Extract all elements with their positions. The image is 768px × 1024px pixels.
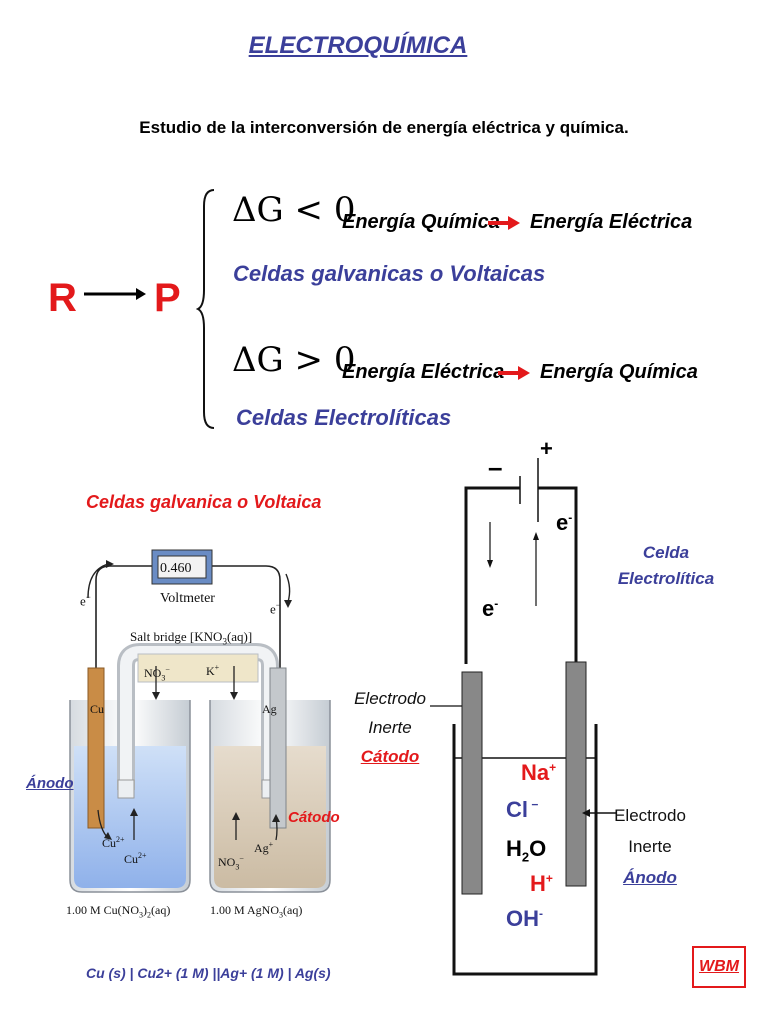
reaction-arrow-icon	[84, 288, 146, 300]
chloride-ion-label: Cl −	[506, 797, 539, 822]
galvanic-anode-label: Ánodo	[26, 775, 74, 792]
potassium-top-label: K+	[206, 663, 220, 678]
wbm-badge-text: WBM	[699, 958, 739, 975]
salt-bridge-label: Salt bridge [KNO3(aq)]	[130, 629, 253, 647]
page-subtitle: Estudio de la interconversión de energía…	[139, 118, 629, 137]
cell-notation: Cu (s) | Cu2+ (1 M) ||Ag+ (1 M) | Ag(s)	[86, 965, 331, 981]
red-arrow-icon	[498, 366, 530, 380]
voltmeter-label: Voltmeter	[160, 591, 215, 606]
lower-energy-to: Energía Química	[540, 361, 698, 383]
delta-g-negative: ΔG < 0	[232, 190, 356, 230]
delta-g-positive: ΔG > 0	[232, 340, 356, 380]
hydrogen-ion-label: H+	[530, 871, 553, 896]
anode-label: Ánodo	[623, 868, 677, 887]
voltmeter-reading: 0.460	[160, 561, 192, 576]
nitrate-top-label: NO3−	[144, 665, 170, 683]
water-label: H2O	[506, 836, 547, 865]
silver-ion-label: Ag+	[254, 840, 274, 855]
copper-ion-label-a: Cu2+	[102, 835, 125, 850]
upper-energy-from: Energía Química	[342, 211, 500, 233]
copper-electrode-label: Cu	[90, 702, 105, 716]
galvanic-cell-diagram	[69, 549, 331, 893]
cathode-label: Cátodo	[360, 747, 420, 766]
reactant-label: R	[48, 276, 77, 320]
page-title: ELECTROQUÍMICA	[248, 32, 468, 59]
silver-electrode-label: Ag	[262, 702, 277, 716]
galvanic-heading: Celdas galvanica o Voltaica	[86, 492, 322, 512]
right-solution-label: 1.00 M AgNO3(aq)	[210, 903, 303, 920]
positive-terminal: +	[540, 436, 553, 461]
copper-ion-label-b: Cu2+	[124, 851, 147, 866]
galvanic-cell-type: Celdas galvanicas o Voltaicas	[233, 261, 546, 286]
electrolytic-cell-diagram	[430, 458, 616, 976]
hydroxide-ion-label: OH-	[506, 906, 543, 931]
nitrate-bottom-label: NO3−	[218, 854, 244, 872]
left-solution-label: 1.00 M Cu(NO3)2(aq)	[66, 903, 171, 920]
upper-energy-to: Energía Eléctrica	[530, 211, 693, 233]
electron-right-label: e−	[270, 600, 281, 617]
negative-terminal: –	[488, 452, 503, 482]
curly-brace-icon	[196, 189, 215, 429]
electron-label-right: e-	[556, 510, 573, 535]
sodium-ion-label: Na+	[521, 760, 557, 785]
lower-energy-from: Energía Eléctrica	[342, 361, 505, 383]
product-label: P	[154, 276, 181, 320]
electron-left-label: e−	[80, 592, 91, 609]
electron-label-left: e-	[482, 596, 499, 621]
red-arrow-icon	[488, 216, 520, 230]
electrolytic-cell-type: Celdas Electrolíticas	[236, 405, 452, 430]
wbm-badge: WBM	[692, 946, 746, 988]
galvanic-cathode-label: Cátodo	[288, 809, 340, 826]
